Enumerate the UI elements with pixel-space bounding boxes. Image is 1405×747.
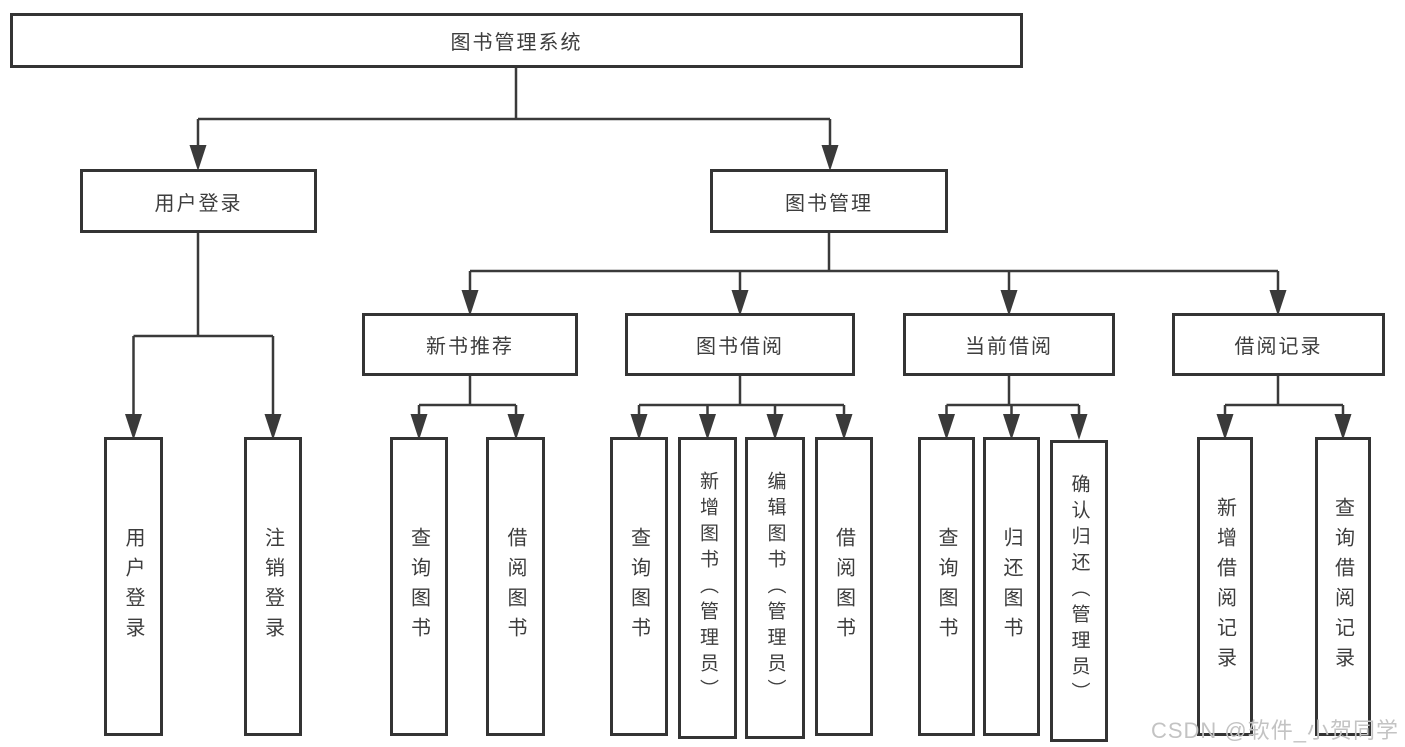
leaf-cb-query-book: 查询图书 [918,437,975,736]
leaf-br-add-record: 新增借阅记录 [1197,437,1253,736]
node-current-borrow: 当前借阅 [903,313,1115,376]
leaf-bb-query-book: 查询图书 [610,437,668,736]
leaf-nb-query-book: 查询图书 [390,437,448,736]
node-user-login-branch: 用户登录 [80,169,317,233]
leaf-bb-edit-book-admin: 编辑图书（管理员） [745,437,805,739]
leaf-bb-add-book-admin: 新增图书（管理员） [678,437,737,739]
leaf-br-query-record: 查询借阅记录 [1315,437,1371,736]
leaf-bb-borrow-book: 借阅图书 [815,437,873,736]
watermark-text: CSDN @软件_小贺同学 [1150,718,1399,743]
node-book-management: 图书管理 [710,169,948,233]
leaf-cb-confirm-return-admin: 确认归还（管理员） [1050,440,1108,742]
node-new-book-recommend: 新书推荐 [362,313,578,376]
node-root: 图书管理系统 [10,13,1023,68]
leaf-logout: 注销登录 [244,437,302,736]
leaf-cb-return-book: 归还图书 [983,437,1040,736]
leaf-nb-borrow-book: 借阅图书 [486,437,545,736]
leaf-user-login: 用户登录 [104,437,163,736]
node-book-borrow: 图书借阅 [625,313,855,376]
node-borrow-records: 借阅记录 [1172,313,1385,376]
